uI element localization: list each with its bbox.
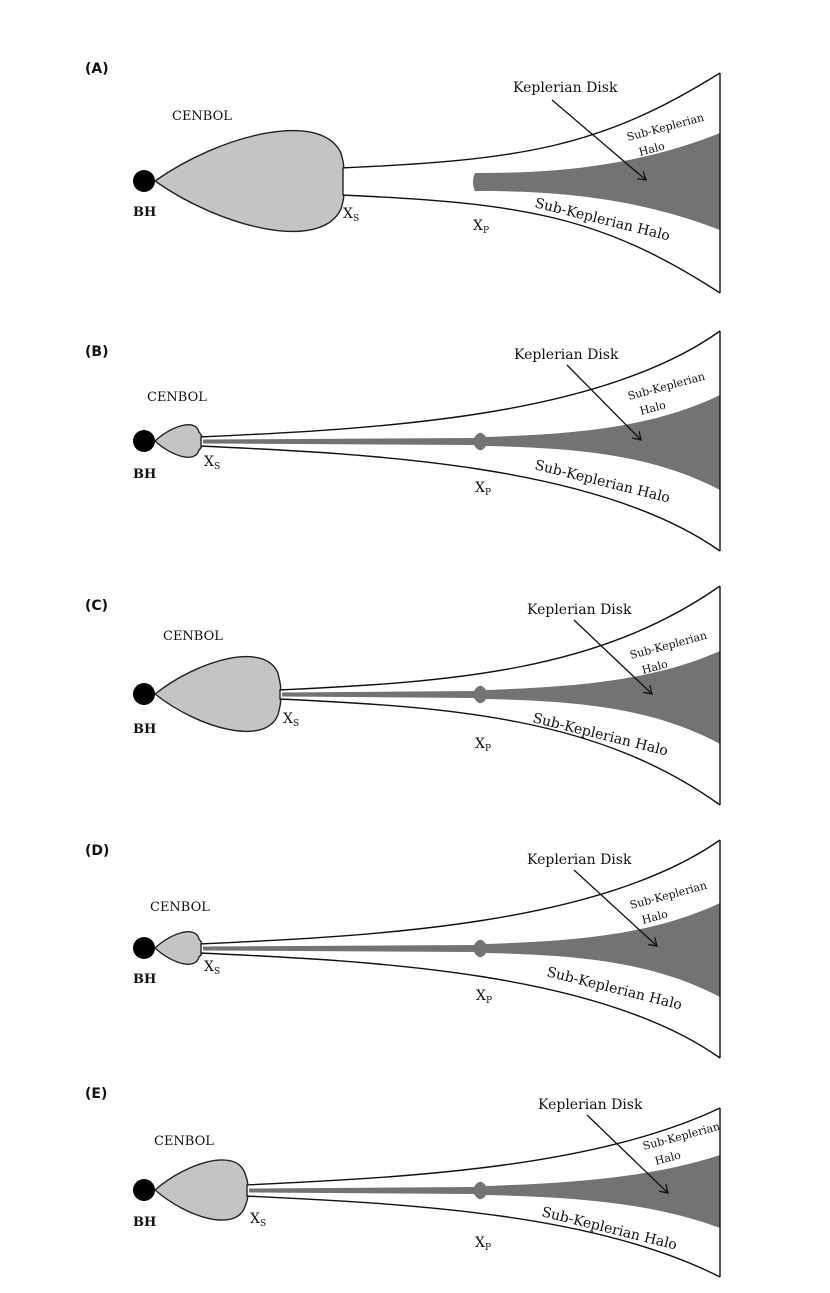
xs-shock-label: XS bbox=[204, 959, 220, 977]
xp-pinch-label: XP bbox=[473, 218, 489, 236]
bh-label: BH bbox=[133, 722, 156, 737]
keplerian-disk-region bbox=[203, 395, 720, 490]
halo-lower-boundary bbox=[198, 445, 721, 552]
xp-pinch-label: XP bbox=[475, 736, 491, 754]
xs-shock-label: XS bbox=[250, 1211, 266, 1229]
halo-lower-boundary bbox=[198, 952, 721, 1059]
xs-shock-label: XS bbox=[283, 711, 299, 729]
black-hole-icon bbox=[133, 683, 155, 705]
sub-keplerian-bottom-label: Sub-Keplerian Halo bbox=[531, 710, 670, 759]
keplerian-disk-region bbox=[203, 903, 720, 997]
sub-keplerian-bottom-label: Sub-Keplerian Halo bbox=[533, 457, 672, 506]
panel-label: (C) bbox=[85, 598, 108, 614]
halo-top-label: Halo bbox=[638, 398, 667, 417]
bh-label: BH bbox=[133, 205, 156, 220]
halo-top-label: Halo bbox=[653, 1148, 682, 1167]
arrowhead-icon bbox=[636, 171, 647, 181]
sub-keplerian-top-label: Sub-Keplerian bbox=[626, 370, 706, 403]
sub-keplerian-top-label: Sub-Keplerian bbox=[628, 629, 708, 662]
cenbol-label: CENBOL bbox=[154, 1134, 214, 1149]
sub-keplerian-top-label: Sub-Keplerian bbox=[628, 879, 708, 912]
cenbol-region bbox=[153, 129, 345, 233]
bh-label: BH bbox=[133, 1215, 156, 1230]
xs-shock-label: XS bbox=[343, 206, 359, 224]
keplerian-disk-arrow bbox=[573, 869, 658, 947]
halo-lower-boundary bbox=[244, 1195, 721, 1278]
panel-label: (E) bbox=[85, 1086, 107, 1102]
xp-pinch-label: XP bbox=[476, 988, 492, 1006]
black-hole-icon bbox=[133, 1179, 155, 1201]
cenbol-region bbox=[153, 1159, 249, 1221]
cenbol-region bbox=[153, 931, 203, 965]
keplerian-disk-label: Keplerian Disk bbox=[527, 602, 632, 618]
keplerian-disk-arrow bbox=[573, 619, 653, 695]
cenbol-label: CENBOL bbox=[163, 629, 223, 644]
keplerian-disk-label: Keplerian Disk bbox=[514, 347, 619, 363]
sub-keplerian-bottom-label: Sub-Keplerian Halo bbox=[540, 1204, 679, 1253]
halo-upper-boundary bbox=[277, 585, 721, 691]
keplerian-disk-arrow bbox=[551, 99, 647, 181]
halo-upper-boundary bbox=[198, 330, 721, 438]
panel-b: (B) CENBOL BH Keplerian DiskSub-KeplerianHa… bbox=[85, 330, 721, 552]
cenbol-label: CENBOL bbox=[172, 109, 232, 124]
halo-lower-boundary bbox=[340, 194, 721, 294]
keplerian-disk-arrow bbox=[586, 1114, 669, 1194]
keplerian-disk-region bbox=[473, 133, 720, 230]
arrowhead-icon bbox=[659, 1184, 669, 1194]
sub-keplerian-top-label: Sub-Keplerian bbox=[625, 111, 705, 144]
bh-label: BH bbox=[133, 972, 156, 987]
panel-label: (A) bbox=[85, 61, 109, 77]
halo-lower-boundary bbox=[277, 698, 721, 806]
xs-shock-label: XS bbox=[204, 454, 220, 472]
black-hole-icon bbox=[133, 170, 155, 192]
bh-label: BH bbox=[133, 467, 156, 482]
xp-pinch-label: XP bbox=[475, 480, 491, 498]
black-hole-icon bbox=[133, 937, 155, 959]
keplerian-disk-region bbox=[282, 651, 720, 744]
keplerian-disk-label: Keplerian Disk bbox=[538, 1097, 643, 1113]
xp-pinch-label: XP bbox=[475, 1235, 491, 1253]
panel-label: (B) bbox=[85, 344, 108, 360]
cenbol-region bbox=[153, 424, 203, 458]
arrowhead-icon bbox=[632, 431, 642, 441]
cenbol-label: CENBOL bbox=[147, 390, 207, 405]
arrowhead-icon bbox=[643, 685, 653, 695]
keplerian-disk-label: Keplerian Disk bbox=[513, 80, 618, 96]
arrowhead-icon bbox=[648, 937, 658, 947]
keplerian-disk-arrow bbox=[566, 364, 642, 441]
keplerian-disk-label: Keplerian Disk bbox=[527, 852, 632, 868]
black-hole-icon bbox=[133, 430, 155, 452]
keplerian-disk-region bbox=[249, 1155, 720, 1228]
halo-upper-boundary bbox=[244, 1107, 721, 1186]
halo-upper-boundary bbox=[340, 72, 721, 169]
cenbol-label: CENBOL bbox=[150, 900, 210, 915]
panel-label: (D) bbox=[85, 843, 109, 859]
halo-upper-boundary bbox=[198, 839, 721, 945]
cenbol-region bbox=[153, 655, 282, 733]
